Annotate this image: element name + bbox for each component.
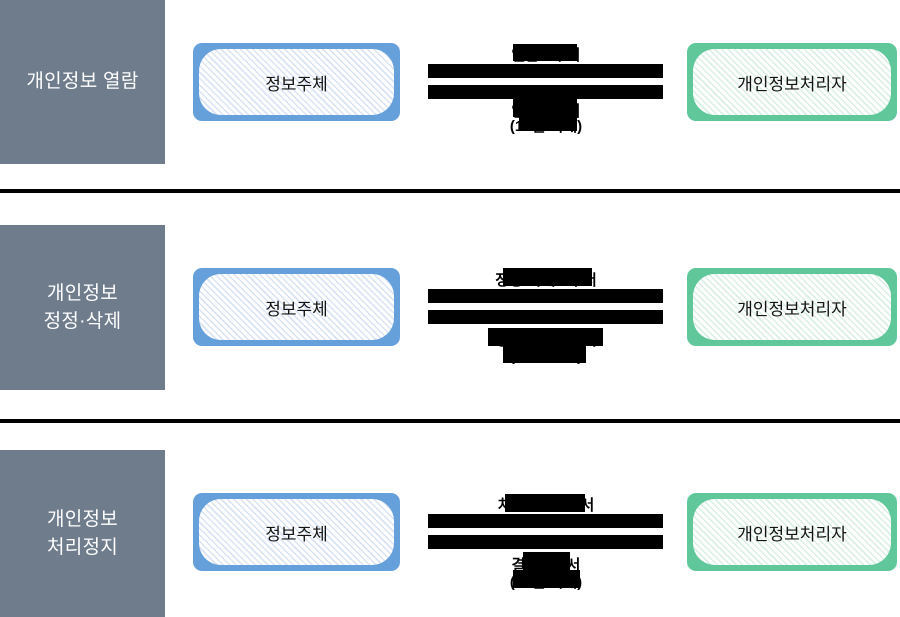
redacted-arrow-bar-right (428, 514, 663, 528)
row-correction-label: 개인정보 정정·삭제 (0, 225, 165, 390)
redacted-arrow-bar-left (428, 535, 663, 549)
processor-box: 개인정보처리자 (687, 43, 897, 121)
row-correction-deletion: 개인정보 정정·삭제 정보주체 정정·삭제요구서 정정·삭제통지서 (10일 이… (0, 225, 900, 390)
redaction-overlay (503, 344, 586, 363)
processor-label: 개인정보처리자 (737, 74, 847, 94)
redaction-overlay (513, 570, 580, 588)
row-divider (0, 419, 900, 423)
row-label-line: 개인정보 (46, 282, 119, 304)
subject-box-fill: 정보주체 (199, 274, 394, 340)
subject-box-fill: 정보주체 (199, 49, 394, 115)
row-label-line: 개인정보 (46, 508, 119, 530)
redacted-arrow-bar-right (428, 289, 663, 303)
subject-box-fill: 정보주체 (199, 499, 394, 565)
redacted-arrow-bar-left (428, 310, 663, 324)
redacted-arrow-bar-right (428, 64, 663, 78)
row-access: 개인정보 열람 정보주체 열람요구서 열람통지서 (10일 이내) 개인정보처리… (0, 0, 900, 164)
redaction-overlay (488, 328, 603, 346)
redaction-overlay (503, 268, 592, 286)
redaction-overlay (505, 494, 585, 512)
row-processing-suspension: 개인정보 처리정지 정보주체 처리정지요구서 결과통지서 (10일 이내) 개인… (0, 450, 900, 617)
row-divider (0, 189, 900, 193)
processor-box-fill: 개인정보처리자 (693, 274, 891, 340)
subject-box: 정보주체 (193, 43, 400, 121)
processor-box: 개인정보처리자 (687, 493, 897, 571)
subject-label: 정보주체 (265, 299, 328, 319)
subject-label: 정보주체 (265, 524, 328, 544)
row-suspension-label: 개인정보 처리정지 (0, 450, 165, 617)
redaction-overlay (513, 44, 577, 61)
row-label-line: 정정·삭제 (43, 310, 122, 332)
processor-box: 개인정보처리자 (687, 268, 897, 346)
processor-label: 개인정보처리자 (737, 524, 847, 544)
processor-box-fill: 개인정보처리자 (693, 49, 891, 115)
processor-label: 개인정보처리자 (737, 299, 847, 319)
redaction-overlay (523, 552, 570, 570)
processor-box-fill: 개인정보처리자 (693, 499, 891, 565)
subject-box: 정보주체 (193, 493, 400, 571)
subject-box: 정보주체 (193, 268, 400, 346)
redaction-overlay (519, 115, 577, 131)
row-access-label: 개인정보 열람 (0, 0, 165, 164)
redacted-arrow-bar-left (428, 85, 663, 99)
row-label-line: 처리정지 (46, 536, 119, 558)
row-label-line: 개인정보 열람 (26, 71, 139, 92)
subject-label: 정보주체 (265, 74, 328, 94)
redaction-overlay (513, 99, 577, 117)
